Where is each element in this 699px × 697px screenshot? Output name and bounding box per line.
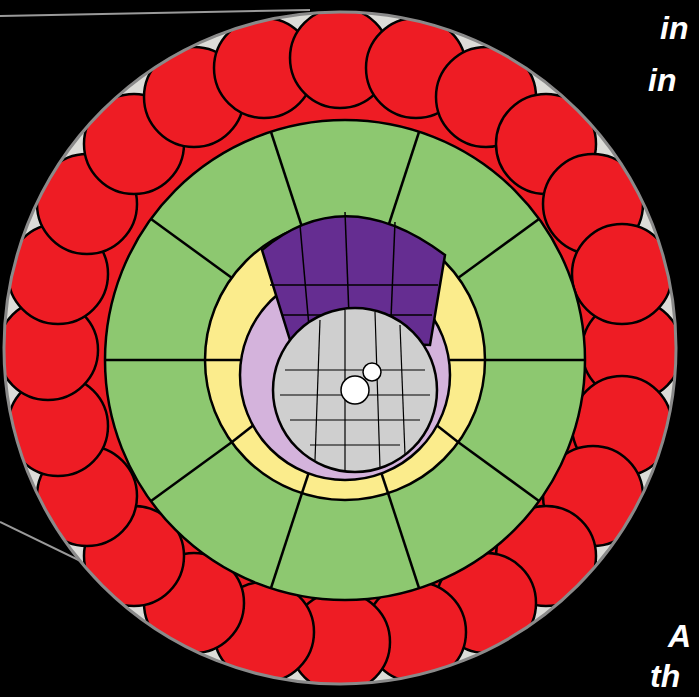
caption-fragment: A — [668, 620, 691, 652]
cells — [0, 8, 682, 692]
caption-fragment: in — [660, 12, 688, 44]
caption-fragment: in — [648, 64, 676, 96]
lens-disc — [4, 12, 676, 684]
caption-fragment: th — [650, 660, 680, 692]
zoom-line — [0, 10, 310, 16]
